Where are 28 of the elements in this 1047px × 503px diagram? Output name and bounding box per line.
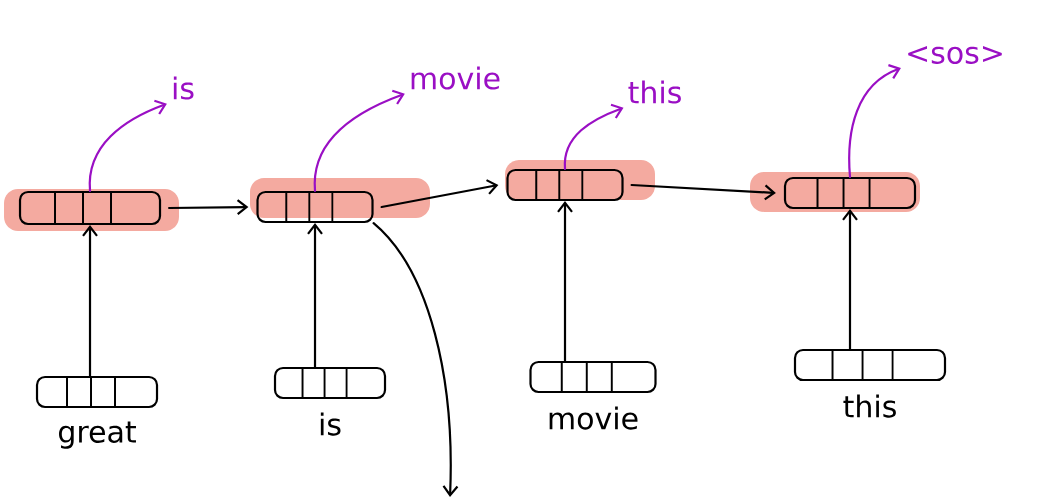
hidden-state-vector xyxy=(18,190,162,226)
input-vector xyxy=(35,375,159,409)
hidden-state-vector xyxy=(256,190,374,224)
output-word: movie xyxy=(411,66,500,90)
arrow xyxy=(82,225,98,377)
curved-arrow xyxy=(563,103,624,170)
curved-arrow xyxy=(313,89,405,192)
output-word: <sos> xyxy=(908,46,1002,64)
input-vector xyxy=(529,360,657,394)
arrow xyxy=(557,201,573,362)
arrow xyxy=(380,179,499,209)
word-label: great xyxy=(59,421,136,449)
arrow xyxy=(168,199,249,215)
hidden-state-vector xyxy=(783,176,917,210)
hidden-state-vector xyxy=(506,168,624,202)
arrow xyxy=(842,209,858,350)
arrow xyxy=(372,222,459,497)
input-vector xyxy=(793,348,947,382)
input-vector xyxy=(273,366,387,400)
word-label: is xyxy=(320,412,341,436)
curved-arrow xyxy=(848,64,901,178)
curved-arrow xyxy=(88,99,167,192)
output-word: is xyxy=(173,76,194,100)
word-label: this xyxy=(843,394,896,418)
arrow xyxy=(630,183,776,201)
output-word: this xyxy=(628,80,681,104)
word-label: movie xyxy=(549,406,638,430)
arrow xyxy=(307,223,323,368)
